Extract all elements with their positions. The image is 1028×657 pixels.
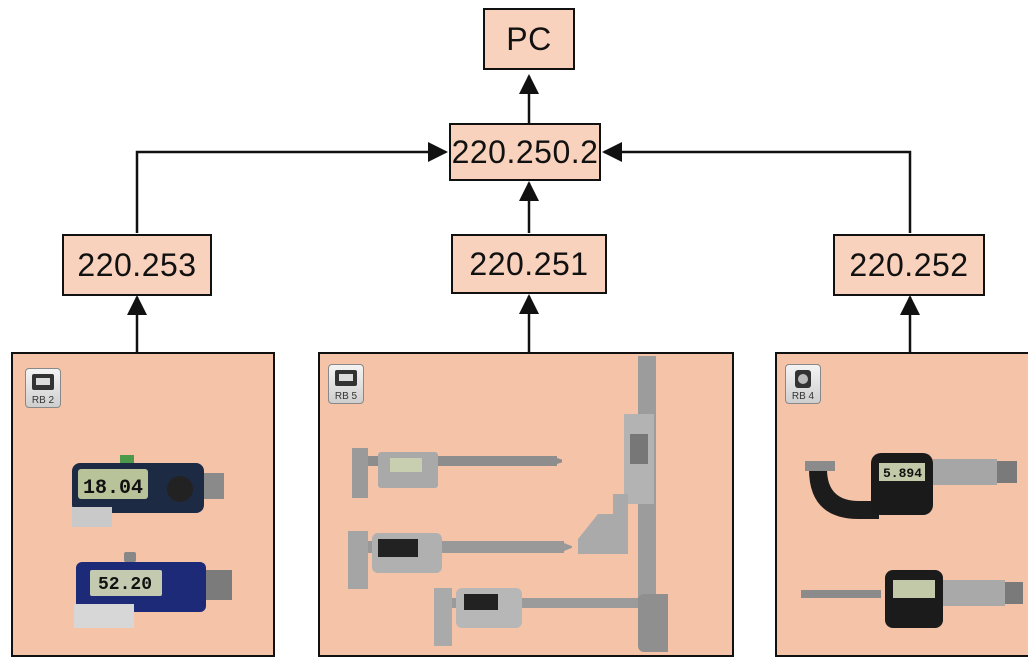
badge-left-label: RB 2 — [31, 395, 55, 406]
badge-right-label: RB 4 — [791, 391, 815, 402]
digital-caliper-image: 18.04 — [72, 455, 224, 527]
round-connector-icon: RB 4 — [785, 364, 821, 404]
node-pc: PC — [483, 8, 575, 70]
panel-center: RB 5 — [318, 352, 734, 657]
node-right: 220.252 — [833, 234, 985, 296]
caliper-image — [352, 448, 562, 498]
digital-caliper-image — [348, 531, 572, 589]
node-hub: 220.250.2 — [449, 123, 601, 181]
node-left: 220.253 — [62, 234, 212, 296]
caliper-top-reading: 18.04 — [83, 477, 143, 500]
usb-connector-icon: RB 2 — [25, 368, 61, 408]
usb-connector-icon: RB 5 — [328, 364, 364, 404]
node-center: 220.251 — [451, 234, 607, 294]
arrow-left-to-hub — [135, 142, 448, 233]
node-left-label: 220.253 — [77, 246, 197, 283]
digital-micrometer-image — [801, 570, 1023, 628]
digital-caliper-image — [434, 588, 648, 646]
arrow-right-to-hub — [602, 142, 912, 233]
panel-right: RB 4 5.894 — [775, 352, 1028, 657]
panel-left: RB 2 18.04 52.20 — [11, 352, 275, 657]
digital-caliper-image: 52.20 — [74, 552, 232, 628]
node-hub-label: 220.250.2 — [451, 133, 599, 170]
digital-micrometer-image: 5.894 — [805, 453, 1017, 519]
caliper-bottom-reading: 52.20 — [98, 575, 152, 595]
height-gauge-image — [578, 356, 668, 652]
node-pc-label: PC — [506, 20, 552, 57]
micrometer-top-reading: 5.894 — [883, 466, 922, 481]
node-center-label: 220.251 — [469, 245, 589, 282]
node-right-label: 220.252 — [849, 246, 969, 283]
badge-center-label: RB 5 — [334, 391, 358, 402]
